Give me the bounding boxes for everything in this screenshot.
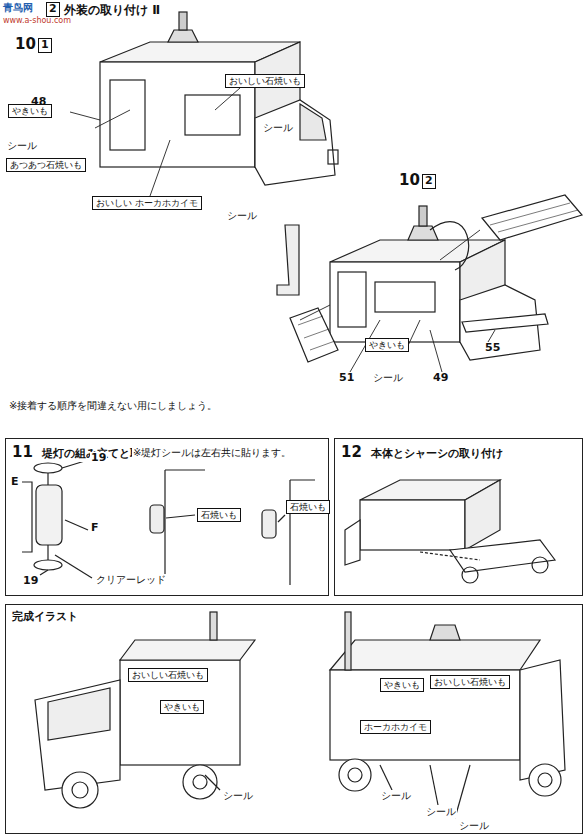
sticker: あつあつ石焼いも <box>6 158 86 172</box>
truck-sign: おいしい石焼いも <box>128 668 208 682</box>
sticker: 石焼いも <box>286 500 330 514</box>
sticker-callout: シール <box>262 122 294 134</box>
substep-number: 2 <box>422 174 436 189</box>
truck-sign: やきいも <box>380 678 424 692</box>
step-panel: 完成イラスト <box>5 604 583 834</box>
step-title: 完成イラスト <box>9 608 81 625</box>
section-title: 外装の取り付け Ⅱ <box>64 2 160 19</box>
part-number: 55 <box>484 342 501 355</box>
step-title: 本体とシャーシの取り付け <box>368 445 506 462</box>
finished-truck <box>35 612 255 808</box>
step-number: 10 <box>398 172 421 189</box>
lantern <box>22 460 315 585</box>
step-panel: 12本体とシャーシの取り付け <box>334 438 583 596</box>
awning <box>290 195 582 362</box>
sticker: 石焼いも <box>197 508 241 522</box>
paint-color: クリアーレッド <box>95 574 167 586</box>
sticker-callout: シール <box>425 806 457 818</box>
sticker-callout: シール <box>372 372 404 384</box>
sticker: やきいも <box>365 338 409 352</box>
section-number: 2 <box>46 2 60 17</box>
finished-truck <box>330 612 565 818</box>
truck-sign: やきいも <box>160 700 204 714</box>
sticker: おいしい石焼いも <box>225 74 305 88</box>
part-letter: F <box>90 522 100 535</box>
truck-sign: ホーカホカイモ <box>360 720 431 734</box>
part-number: 19 <box>90 452 107 465</box>
substep-number: 1 <box>38 38 52 53</box>
sticker: おいしい ホーカホカイモ <box>92 196 202 210</box>
step-number: 11 <box>9 442 36 462</box>
step-panel: 11堤灯の組み立てと取り付け <box>5 438 329 596</box>
part-number: 49 <box>432 372 449 385</box>
sticker: やきいも <box>8 104 52 118</box>
note: ※堤灯シールは左右共に貼ります。 <box>132 447 292 459</box>
step-number: 12 <box>338 442 365 462</box>
sticker-callout: シール <box>222 790 254 802</box>
step-number: 10 <box>14 36 37 53</box>
truck-sign: おいしい石焼いも <box>430 675 510 689</box>
part-number: 51 <box>338 372 355 385</box>
sticker-callout: シール <box>380 790 412 802</box>
note: ※接着する順序を間違えない用にしましょう。 <box>8 400 218 412</box>
sticker-callout: シール <box>226 210 258 222</box>
watermark: 青鸟网 <box>2 2 34 14</box>
part-letter: E <box>10 476 20 489</box>
part-number: 19 <box>22 575 39 588</box>
watermark: www.a-shou.com <box>2 16 72 25</box>
sticker-callout: シール <box>6 140 38 152</box>
sticker-callout: シール <box>458 820 490 832</box>
chassis-assembly <box>345 480 555 583</box>
body-shell <box>100 12 338 185</box>
